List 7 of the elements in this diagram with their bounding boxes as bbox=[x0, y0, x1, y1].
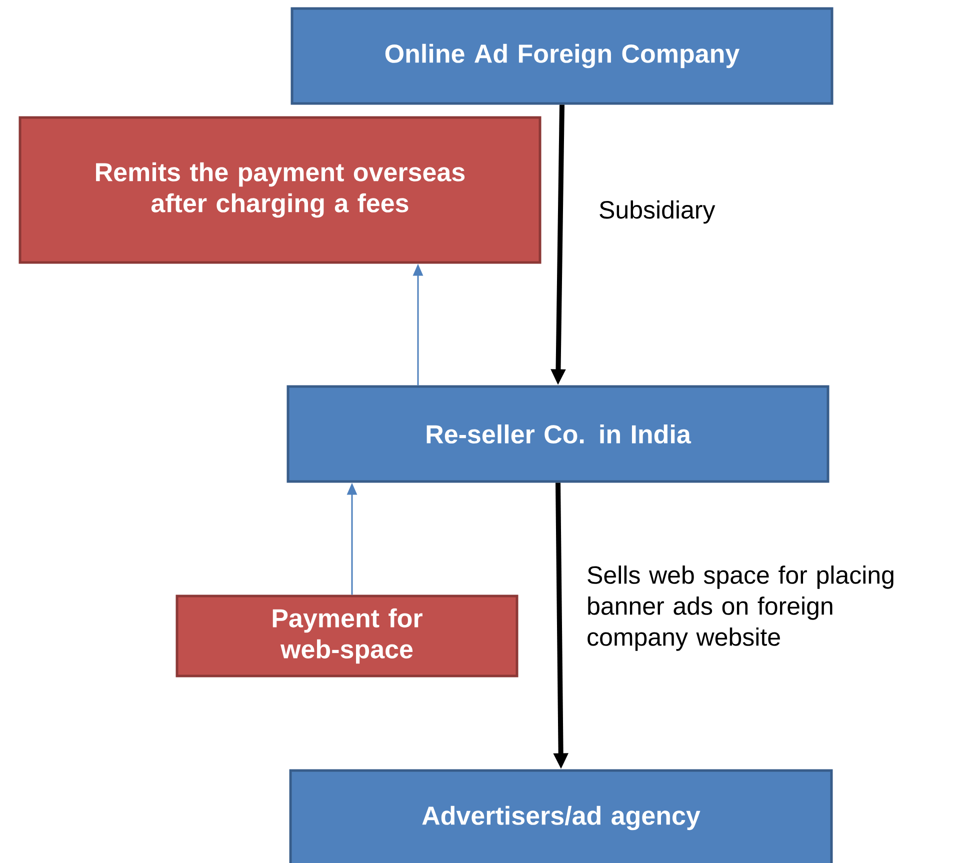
process-box: Re-seller Co. in India bbox=[286, 385, 830, 483]
edge-label: Sells web space for placing banner ads on foreign company website bbox=[588, 566, 894, 651]
note-box: Remits the payment overseas after charging a fees bbox=[18, 116, 542, 264]
process-box: Advertisers/ad agency bbox=[289, 769, 833, 863]
process-box: Online Ad Foreign Company bbox=[290, 7, 834, 105]
edge-label: Subsidiary bbox=[600, 200, 716, 224]
note-box: Payment for web-space bbox=[176, 594, 518, 678]
